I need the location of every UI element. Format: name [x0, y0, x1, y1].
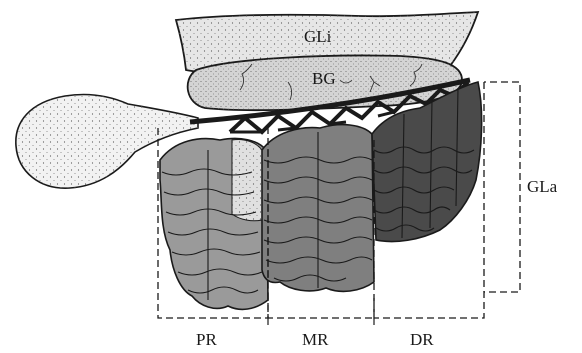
pr-region: [160, 138, 268, 309]
label-gla: GLa: [527, 178, 557, 195]
label-dr: DR: [410, 331, 434, 348]
region-ticks: [268, 318, 374, 325]
mr-region: [262, 125, 374, 292]
label-pr: PR: [196, 331, 217, 348]
label-mr: MR: [302, 331, 328, 348]
label-bg: BG: [312, 70, 336, 87]
label-gli: GLi: [304, 28, 331, 45]
